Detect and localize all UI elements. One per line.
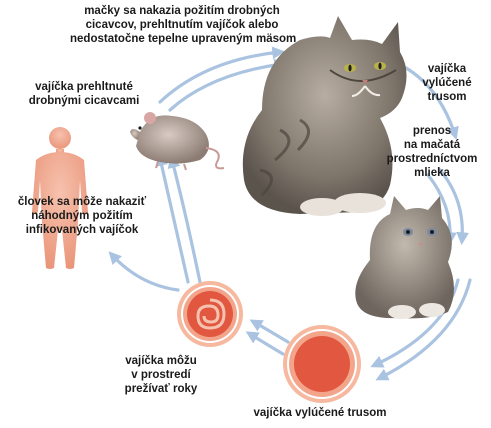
arrow-egg-to-rodent-2 bbox=[172, 160, 200, 282]
larva-egg-icon bbox=[177, 281, 243, 347]
cat-infection-line-3: nedostatočne tepelne upraveným mäsom bbox=[70, 32, 294, 46]
eggs-in-feces-top-label: vajíčka vylúčené trusom bbox=[414, 62, 480, 104]
eggs-in-feces-top-line-2: vylúčené bbox=[414, 76, 480, 90]
milk-transfer-line-4: mlieka bbox=[380, 166, 484, 180]
eggs-in-feces-top-line-3: trusom bbox=[414, 90, 480, 104]
cat-infection-line-1: mačky sa nakazia požitím drobných bbox=[70, 4, 294, 18]
milk-transfer-line-1: prenos bbox=[380, 124, 484, 138]
human-infection-line-1: človek sa môže nakaziť bbox=[4, 195, 160, 209]
human-infection-line-2: náhodným požitím bbox=[4, 209, 160, 223]
eggs-survive-line-3: prežívať roky bbox=[112, 382, 210, 396]
egg-icon bbox=[283, 325, 361, 403]
eggs-survive-line-1: vajíčka môžu bbox=[112, 354, 210, 368]
eggs-in-feces-top-line-1: vajíčka bbox=[414, 62, 480, 76]
milk-transfer-line-2: na mačatá bbox=[380, 138, 484, 152]
rodent-eggs-line-1: vajíčka prehltnuté bbox=[24, 80, 144, 94]
eggs-survive-line-2: v prostredí bbox=[112, 368, 210, 382]
eggs-in-feces-bottom-label: vajíčka vylúčené trusom bbox=[230, 406, 410, 420]
eggs-in-feces-bottom-line-1: vajíčka vylúčené trusom bbox=[230, 406, 410, 420]
human-infection-line-3: infikovaných vajíčok bbox=[4, 223, 160, 237]
arrow-egg-to-rodent bbox=[160, 158, 188, 282]
arrow-rodent-to-cat bbox=[160, 52, 280, 102]
milk-transfer-line-3: prostredníctvom bbox=[380, 152, 484, 166]
eggs-survive-label: vajíčka môžu v prostredí prežívať roky bbox=[112, 354, 210, 396]
rodent-eggs-line-2: drobnými cicavcami bbox=[24, 94, 144, 108]
human-infection-label: človek sa môže nakaziť náhodným požitím … bbox=[4, 195, 160, 237]
cat-icon bbox=[243, 16, 407, 216]
cat-infection-label: mačky sa nakazia požitím drobných cicavc… bbox=[70, 4, 294, 46]
kitten-icon bbox=[355, 196, 454, 319]
cat-infection-line-2: cicavcov, prehltnutím vajíčok alebo bbox=[70, 18, 294, 32]
rodent-icon bbox=[130, 112, 224, 170]
arrow-egg-to-human bbox=[112, 255, 178, 290]
milk-transfer-label: prenos na mačatá prostredníctvom mlieka bbox=[380, 124, 484, 180]
rodent-eggs-label: vajíčka prehltnuté drobnými cicavcami bbox=[24, 80, 144, 108]
